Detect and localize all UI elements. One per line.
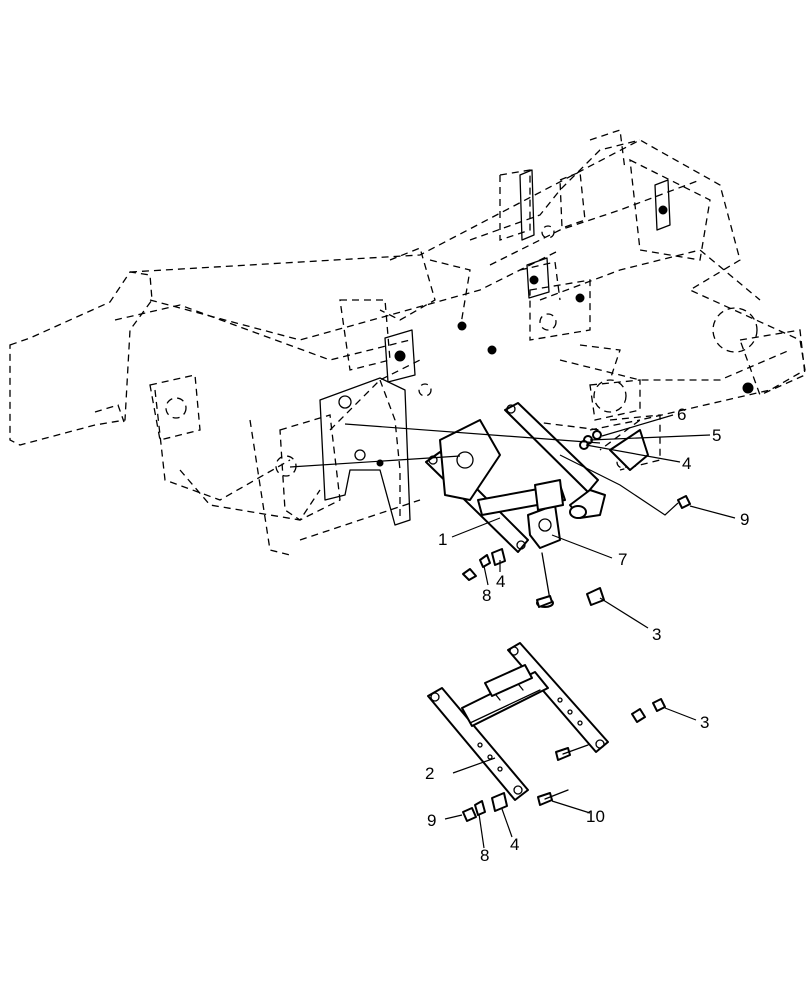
nut-9-upper	[677, 495, 691, 509]
callout-7: 7	[618, 550, 627, 569]
callout-2: 2	[425, 764, 434, 783]
washer-8-lower	[474, 800, 486, 816]
callout-10: 10	[586, 807, 605, 826]
upper-link-assembly	[425, 402, 649, 608]
lower-hardware	[462, 698, 666, 822]
bolt-3-right	[586, 587, 605, 606]
nut-6	[592, 430, 602, 440]
callout-3: 3	[652, 625, 661, 644]
callout-3: 3	[700, 713, 709, 732]
callout-8: 8	[482, 586, 491, 605]
callout-4: 4	[496, 572, 505, 591]
nut-3-lower-b	[652, 698, 666, 712]
callout-4: 4	[682, 454, 691, 473]
callout-1: 1	[438, 530, 447, 549]
callout-6: 6	[677, 405, 686, 424]
side-plate-right	[507, 642, 609, 753]
callout-9: 9	[427, 811, 436, 830]
nut-9-lower	[462, 807, 477, 822]
callouts: 1 6 5 4 9 7 4 8 3 3 2 10 9 4 8	[425, 405, 749, 865]
bushing-4-lower	[491, 792, 508, 812]
callout-4: 4	[510, 835, 519, 854]
callout-8: 8	[480, 846, 489, 865]
nut-8-upper	[462, 568, 477, 581]
lower-drawbar-assembly	[427, 642, 609, 801]
phantom-frame	[9, 129, 806, 556]
lever	[527, 504, 561, 549]
upper-hardware	[462, 430, 691, 608]
bushing-4-stack	[491, 548, 506, 566]
washer-8-upper	[479, 554, 491, 568]
callout-9: 9	[740, 510, 749, 529]
callout-5: 5	[712, 426, 721, 445]
bolt-3-left	[536, 595, 553, 608]
leader-lines	[289, 414, 736, 849]
nut-3-lower	[631, 708, 646, 723]
